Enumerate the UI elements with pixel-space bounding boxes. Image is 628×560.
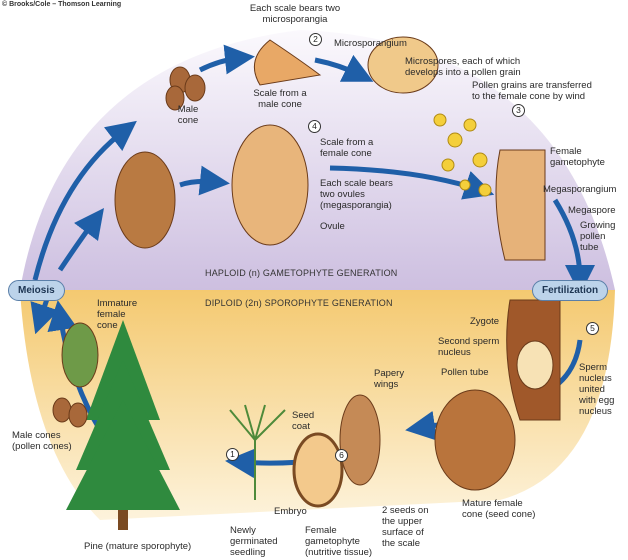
label-each-scale-ovules: Each scale bears two ovules (megasporang… <box>320 178 393 211</box>
label-pine: Pine (mature sporophyte) <box>84 541 192 552</box>
label-microspores: Microspores, each of which develops into… <box>405 56 521 78</box>
label-embryo: Embryo <box>274 506 307 517</box>
step-2-marker: 2 <box>309 33 322 46</box>
label-female-gametophyte-bottom: Female gametophyte (nutritive tissue) <box>305 525 373 558</box>
step-6-marker: 6 <box>335 449 348 462</box>
label-female-gametophyte-top: Female gametophyte <box>550 146 605 168</box>
step-4-marker: 4 <box>308 120 321 133</box>
fertilization-stage: Fertilization <box>532 280 609 301</box>
label-pollen-tube: Pollen tube <box>441 367 489 378</box>
label-two-seeds: 2 seeds on the upper surface of the scal… <box>382 505 429 549</box>
seedling <box>229 404 286 500</box>
pine-tree <box>66 320 180 530</box>
step-1-marker: 1 <box>226 448 239 461</box>
label-ovule: Ovule <box>320 221 345 232</box>
label-sperm-united: Sperm nucleus united with egg nucleus <box>579 362 615 417</box>
label-immature-female-cone: Immature female cone <box>97 298 138 331</box>
step-3-marker: 3 <box>512 104 525 117</box>
label-zygote: Zygote <box>470 316 500 327</box>
label-microsporangium: Microsporangium <box>334 38 407 49</box>
label-scale-female: Scale from a female cone <box>320 137 374 159</box>
step-5-marker: 5 <box>586 322 599 335</box>
label-growing-pollen-tube: Growing pollen tube <box>580 220 616 253</box>
label-pollen-transfer: Pollen grains are transferred to the fem… <box>472 80 592 102</box>
diploid-generation-label: DIPLOID (2n) SPOROPHYTE GENERATION <box>205 298 393 308</box>
label-seed-coat: Seed coat <box>292 410 315 432</box>
label-mature-female-cone: Mature female cone (seed cone) <box>462 498 536 520</box>
label-scale-male: Scale from a male cone <box>253 88 307 110</box>
label-male-cone: Male cone <box>177 104 199 126</box>
label-male-cones: Male cones (pollen cones) <box>12 430 72 452</box>
label-megaspore: Megaspore <box>568 205 616 216</box>
copyright: © Brooks/Cole – Thomson Learning <box>2 1 122 8</box>
pollen-grains <box>433 113 492 197</box>
label-megasporangium: Megasporangium <box>543 184 617 195</box>
haploid-generation-label: HAPLOID (n) GAMETOPHYTE GENERATION <box>205 268 398 278</box>
label-seedling: Newly germinated seedling <box>230 525 278 558</box>
cones <box>52 36 561 508</box>
label-each-scale-micro: Each scale bears two microsporangia <box>249 3 341 25</box>
meiosis-stage: Meiosis <box>8 280 65 301</box>
label-papery-wings: Papery wings <box>374 368 405 390</box>
label-second-sperm: Second sperm nucleus <box>438 336 500 358</box>
